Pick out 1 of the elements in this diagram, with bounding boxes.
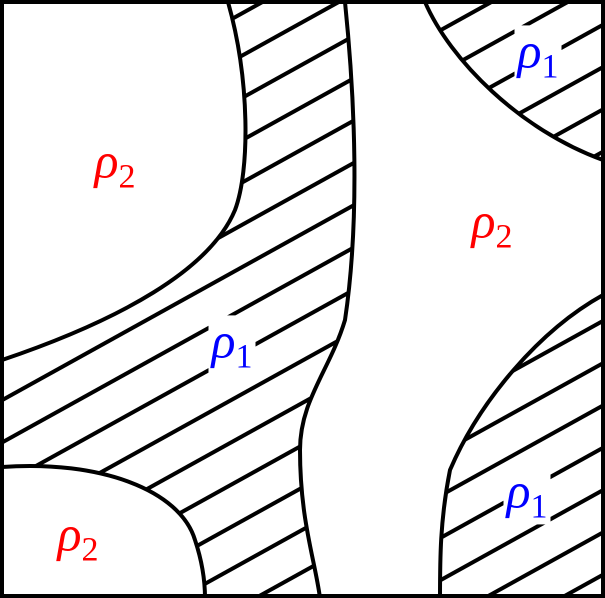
region-label: ρ$_{1}$ xyxy=(208,315,256,375)
